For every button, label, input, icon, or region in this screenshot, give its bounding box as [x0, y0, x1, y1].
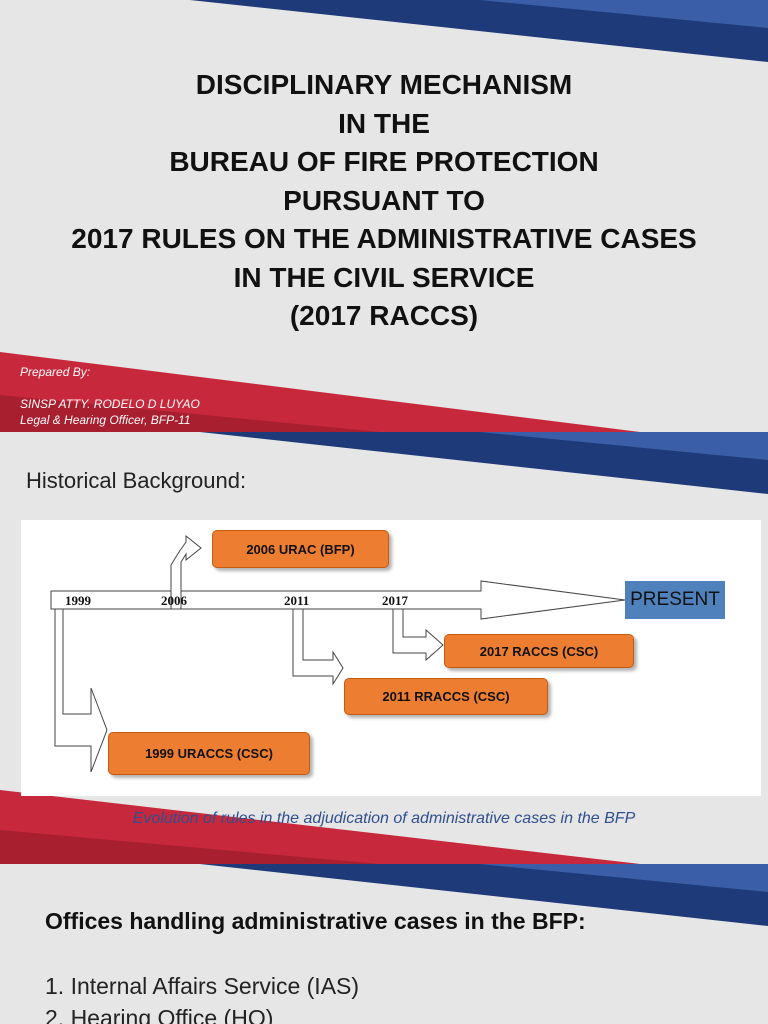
timeline-arrows	[50, 534, 626, 773]
event-box-2006: 2006 URAC (BFP)	[212, 530, 389, 568]
diagram-caption: Evolution of rules in the adjudication o…	[132, 810, 636, 827]
list-item: 1. Internal Affairs Service (IAS)	[45, 973, 360, 999]
prepared-by-block: Prepared By: SINSP ATTY. RODELO D LUYAO …	[20, 364, 200, 428]
timeline-diagram: 1999 2006 2011 2017 PRESENT 2006 URAC (B…	[21, 520, 761, 796]
present-box: PRESENT	[625, 581, 725, 619]
slide-decoration	[200, 864, 768, 926]
year-label: 1999	[65, 593, 91, 608]
preparer-name: SINSP ATTY. RODELO D LUYAO	[20, 397, 200, 411]
title-line: IN THE	[338, 107, 430, 139]
title-line: DISCIPLINARY MECHANISM	[195, 69, 573, 100]
preparer-position: Legal & Hearing Officer, BFP-11	[20, 413, 191, 427]
slide-decoration	[0, 0, 768, 432]
history-slide: Historical Background: 1999 2006 2011 20…	[0, 432, 768, 864]
title-line: PURSUANT TO	[283, 184, 485, 216]
title-line: 2017 RULES ON THE ADMINISTRATIVE CASES	[71, 223, 697, 254]
slide-decoration	[0, 432, 768, 864]
title-slide: DISCIPLINARY MECHANISM IN THE BUREAU OF …	[0, 0, 768, 432]
list-item: 2. Hearing Office (HO)	[45, 1005, 274, 1024]
title-line: BUREAU OF FIRE PROTECTION	[169, 146, 599, 177]
year-label: 2017	[382, 593, 408, 608]
section-heading: Historical Background:	[26, 468, 247, 493]
event-box-1999: 1999 URACCS (CSC)	[108, 732, 310, 775]
section-heading: Offices handling administrative cases in…	[45, 908, 586, 934]
year-label: 2011	[284, 593, 310, 608]
event-box-2017: 2017 RACCS (CSC)	[444, 634, 634, 668]
prepared-by-label: Prepared By:	[20, 365, 91, 379]
presentation-title: DISCIPLINARY MECHANISM IN THE BUREAU OF …	[0, 66, 768, 336]
offices-slide: Offices handling administrative cases in…	[0, 864, 768, 1024]
title-line: IN THE CIVIL SERVICE	[233, 261, 535, 293]
title-line: (2017 RACCS)	[289, 300, 479, 331]
year-label: 2006	[161, 593, 187, 608]
event-box-2011: 2011 RRACCS (CSC)	[344, 678, 548, 715]
